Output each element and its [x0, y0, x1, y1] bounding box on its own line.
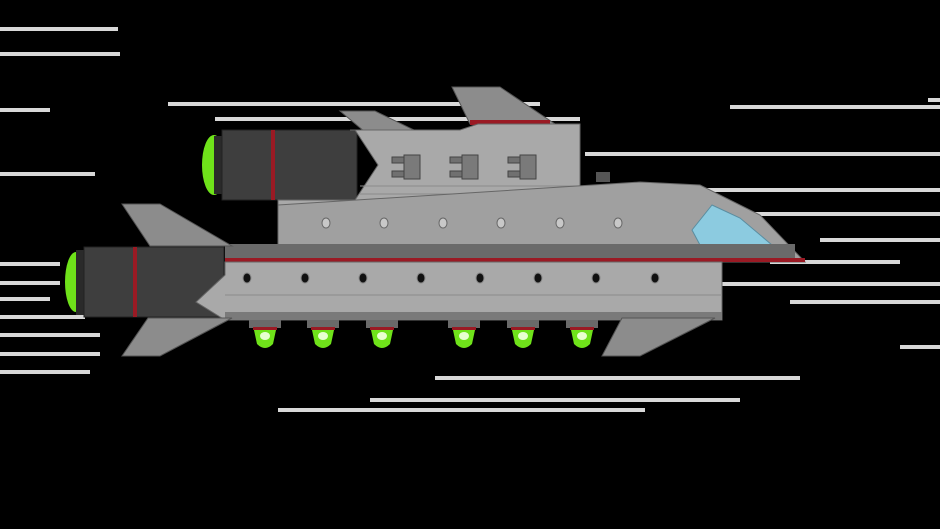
speed-line: [0, 281, 60, 285]
lower-engine-ring: [76, 250, 84, 315]
porthole: [613, 217, 623, 229]
turret: [391, 154, 421, 180]
speed-line: [215, 117, 580, 121]
porthole: [358, 272, 368, 284]
speed-line: [168, 102, 540, 106]
speed-line: [278, 408, 645, 412]
porthole: [591, 272, 601, 284]
speed-line: [900, 345, 940, 349]
speed-line: [0, 52, 120, 56]
thruster: [307, 320, 339, 348]
speed-line: [0, 172, 95, 176]
lower-portholes: [242, 272, 660, 284]
speed-line: [0, 370, 90, 374]
left-lower-fin: [121, 317, 233, 357]
speed-line: [720, 212, 940, 216]
porthole: [475, 272, 485, 284]
speed-lines: [0, 27, 940, 412]
small-upper-fin: [338, 110, 419, 133]
porthole: [300, 272, 310, 284]
turret: [449, 154, 479, 180]
thruster: [566, 320, 598, 348]
speed-line: [0, 297, 50, 301]
speed-line: [0, 315, 85, 319]
porthole: [496, 217, 506, 229]
porthole: [555, 217, 565, 229]
upper-engine-ring: [214, 136, 222, 194]
speed-line: [0, 352, 100, 356]
thruster: [249, 320, 281, 348]
right-lower-fin: [601, 317, 716, 357]
porthole: [416, 272, 426, 284]
upper-engine-stripe: [271, 130, 275, 200]
thruster: [448, 320, 480, 348]
deck-turret: [596, 172, 610, 182]
porthole: [650, 272, 660, 284]
speed-line: [770, 260, 900, 264]
left-upper-fin: [121, 203, 234, 247]
porthole: [533, 272, 543, 284]
thrusters: [249, 320, 598, 348]
speed-line: [370, 398, 740, 402]
speed-line: [0, 333, 100, 337]
upper-portholes: [321, 217, 623, 229]
speed-line: [820, 238, 940, 242]
thruster: [507, 320, 539, 348]
hull-band: [225, 244, 795, 259]
porthole: [438, 217, 448, 229]
thruster: [366, 320, 398, 348]
speed-line: [730, 105, 940, 109]
lower-engine-stripe: [133, 247, 137, 317]
speed-line: [720, 282, 940, 286]
speed-line: [0, 27, 118, 31]
upper-engine: [221, 129, 358, 201]
speed-line: [600, 188, 940, 192]
porthole: [242, 272, 252, 284]
turret: [507, 154, 537, 180]
turrets: [391, 154, 537, 180]
speed-line: [435, 376, 800, 380]
spaceship: [65, 86, 807, 357]
top-fin-stripe: [470, 120, 550, 125]
speed-line: [0, 262, 60, 266]
porthole: [321, 217, 331, 229]
lower-hull: [195, 261, 723, 321]
speed-line: [585, 152, 940, 156]
speed-line: [0, 108, 50, 112]
speed-line: [928, 98, 940, 102]
speed-line: [790, 300, 940, 304]
hull-red-stripe: [225, 258, 805, 262]
porthole: [379, 217, 389, 229]
